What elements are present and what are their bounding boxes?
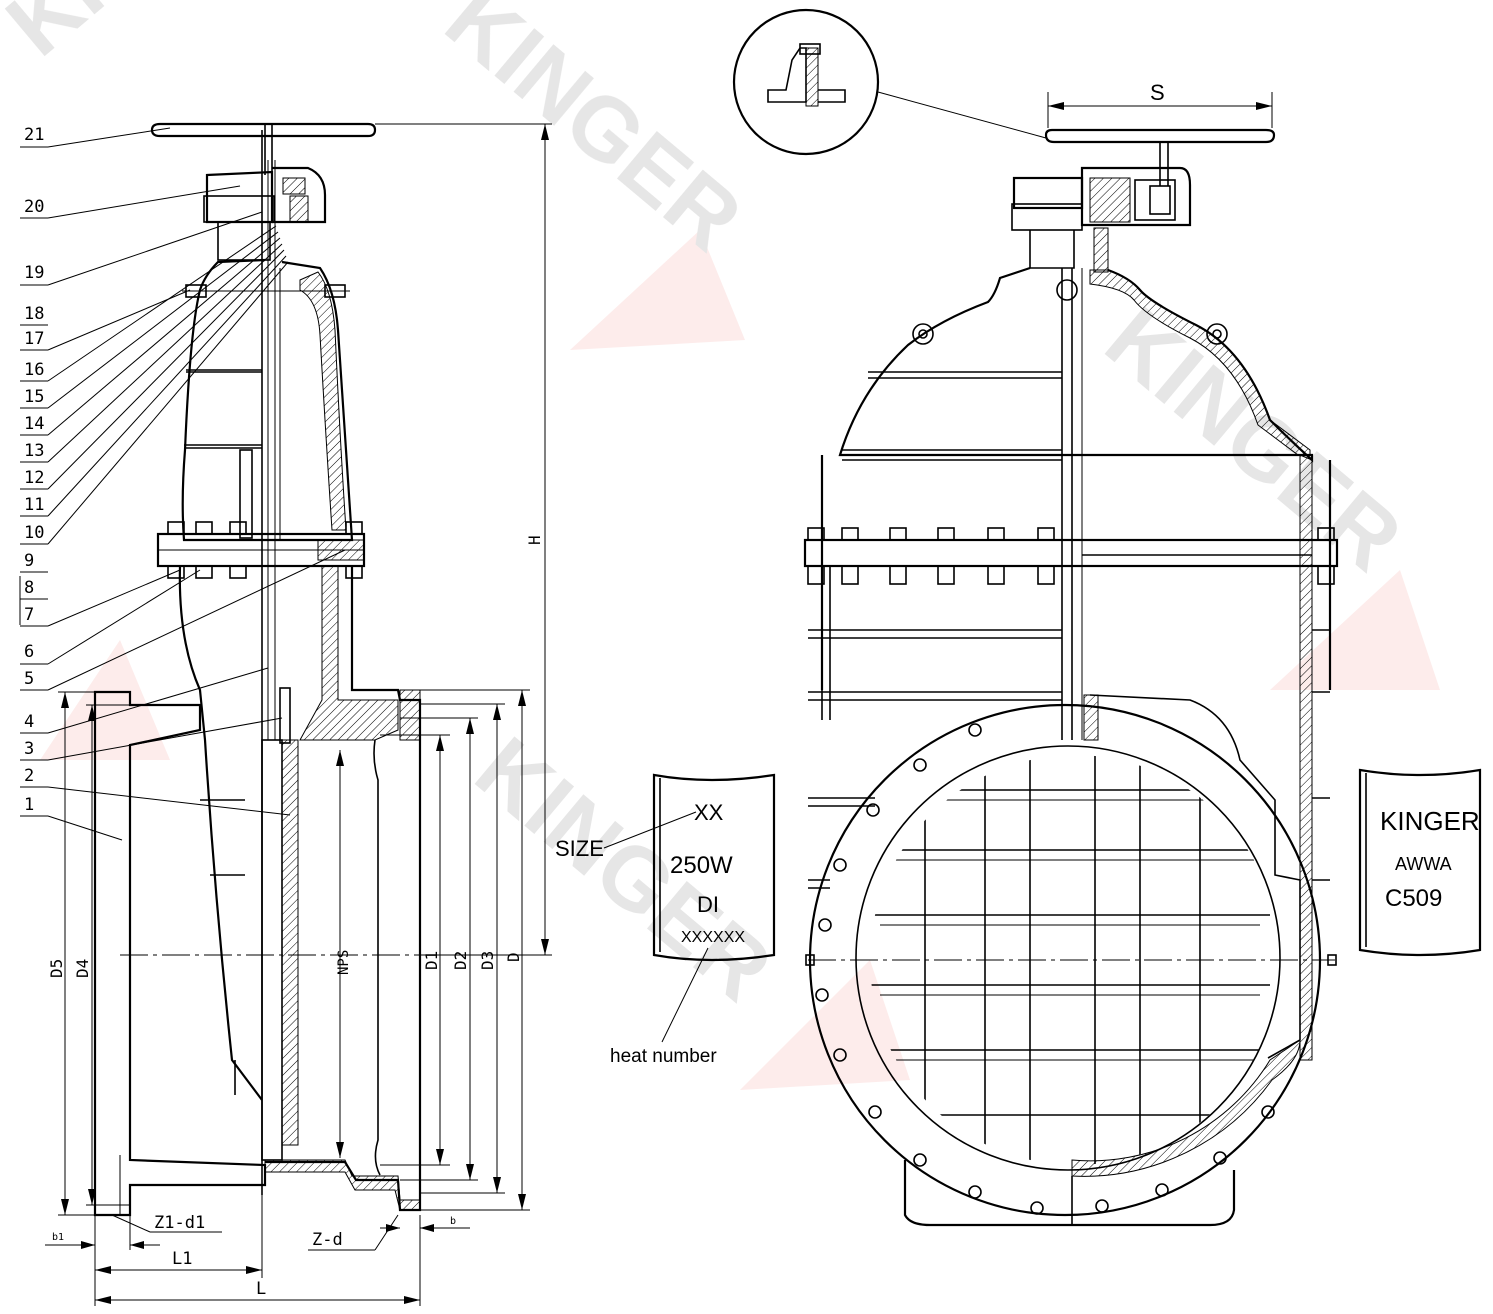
- part-callout: 17: [20, 289, 191, 351]
- heat-number-label: heat number: [610, 1046, 717, 1067]
- handwheel: [150, 122, 377, 138]
- svg-text:5: 5: [24, 669, 34, 689]
- part-callout: 21: [20, 125, 171, 148]
- watermark-logo-shape: [570, 230, 745, 350]
- dim-Z1-d1: Z1-d1: [154, 1213, 205, 1233]
- part-callout: 19: [20, 211, 263, 286]
- part-callout: 2: [20, 766, 291, 816]
- dim-D5: D5: [47, 959, 66, 978]
- svg-text:21: 21: [24, 125, 44, 145]
- svg-text:19: 19: [24, 263, 44, 283]
- part-callout: 1: [20, 795, 123, 841]
- middle-flange-front: [803, 538, 1339, 568]
- dim-D4: D4: [73, 959, 92, 978]
- size-pointer-label: SIZE: [555, 836, 604, 861]
- part-callout: 13: [20, 243, 283, 463]
- dim-L: L: [256, 1279, 266, 1299]
- left-dimensions: H D5 D4 NPS D1 D2 D3 D: [45, 123, 552, 1306]
- svg-text:1: 1: [24, 795, 34, 815]
- nameplate-right: KINGER AWWA C509: [1358, 768, 1482, 957]
- right-front-view: S: [732, 8, 1339, 1227]
- svg-text:16: 16: [24, 360, 44, 380]
- svg-text:3: 3: [24, 739, 34, 759]
- watermark-text: KINGER: [0, 0, 321, 75]
- svg-text:7: 7: [24, 605, 34, 625]
- part-callout: 20: [20, 185, 241, 219]
- left-end-flange: [93, 690, 267, 1217]
- nameplate-brand: KINGER: [1380, 806, 1480, 836]
- dim-L1: L1: [172, 1249, 192, 1269]
- part-callout: 18: [20, 304, 48, 326]
- nameplate-left: XX 250W DI XXXXXX SIZE heat number: [555, 773, 776, 1067]
- part-callout: 15: [20, 231, 279, 409]
- dim-Z-d: Z-d: [312, 1230, 343, 1250]
- bolt-holes: [815, 723, 1275, 1215]
- bonnet: [181, 258, 354, 542]
- nameplate-material: DI: [697, 892, 719, 917]
- svg-text:14: 14: [24, 414, 44, 434]
- dim-H: H: [525, 535, 544, 545]
- handwheel-front: [1044, 128, 1276, 144]
- part-callout: 16: [20, 225, 277, 382]
- nameplate-heat: XXXXXX: [681, 929, 745, 946]
- part-callout: 4: [20, 667, 269, 734]
- dim-b: b: [450, 1216, 456, 1227]
- svg-text:8: 8: [24, 578, 34, 598]
- dim-b1: b1: [52, 1232, 64, 1243]
- dim-D3: D3: [478, 951, 497, 970]
- valve-body: [178, 565, 422, 1212]
- svg-text:20: 20: [24, 197, 44, 217]
- svg-text:10: 10: [24, 523, 44, 543]
- left-section-view: [93, 122, 545, 1217]
- watermark-logo-shape: [40, 640, 170, 760]
- part-callout: 11: [20, 255, 287, 517]
- part-callout: 14: [20, 237, 281, 436]
- svg-text:13: 13: [24, 441, 44, 461]
- svg-text:15: 15: [24, 387, 44, 407]
- part-callout: 3: [20, 717, 283, 761]
- watermark-text: KINGER: [427, 0, 759, 270]
- svg-text:4: 4: [24, 712, 34, 732]
- dim-NPS: NPS: [336, 950, 352, 975]
- part-callout: 5: [20, 549, 346, 691]
- svg-text:11: 11: [24, 495, 44, 515]
- flange-bolts-front: [807, 527, 1335, 585]
- watermark-text: KINGER: [1087, 289, 1419, 591]
- part-callout: 7: [20, 569, 181, 627]
- part-callout: 6: [20, 569, 201, 665]
- watermark-text: KINGER: [457, 719, 789, 1021]
- svg-text:18: 18: [24, 304, 44, 324]
- nameplate-standard-org: AWWA: [1395, 854, 1452, 874]
- dim-S: S: [1150, 80, 1165, 105]
- part-callouts: 21 20 19 18 17 16 15 14 13 12 11 10 9 8 …: [19, 125, 346, 841]
- nameplate-standard-no: C509: [1385, 885, 1442, 912]
- dim-D: D: [504, 952, 523, 962]
- svg-text:9: 9: [24, 551, 34, 571]
- part-callout: 9: [20, 551, 48, 573]
- svg-text:6: 6: [24, 642, 34, 662]
- part-callout: 8: [19, 576, 48, 625]
- dim-D1: D1: [422, 951, 441, 970]
- dim-D2: D2: [451, 951, 470, 970]
- watermark: KINGER KINGER KINGER KINGER: [0, 0, 1440, 1090]
- part-callout: 10: [20, 261, 289, 545]
- nameplate-size: XX: [694, 800, 724, 825]
- detail-circle: [732, 8, 880, 156]
- part-callout: 12: [20, 249, 285, 490]
- nameplate-rating: 250W: [670, 852, 733, 879]
- svg-text:12: 12: [24, 468, 44, 488]
- gate-wedge: [281, 739, 299, 1146]
- watermark-logo-shape: [740, 960, 910, 1090]
- svg-text:17: 17: [24, 329, 44, 349]
- svg-text:2: 2: [24, 766, 34, 786]
